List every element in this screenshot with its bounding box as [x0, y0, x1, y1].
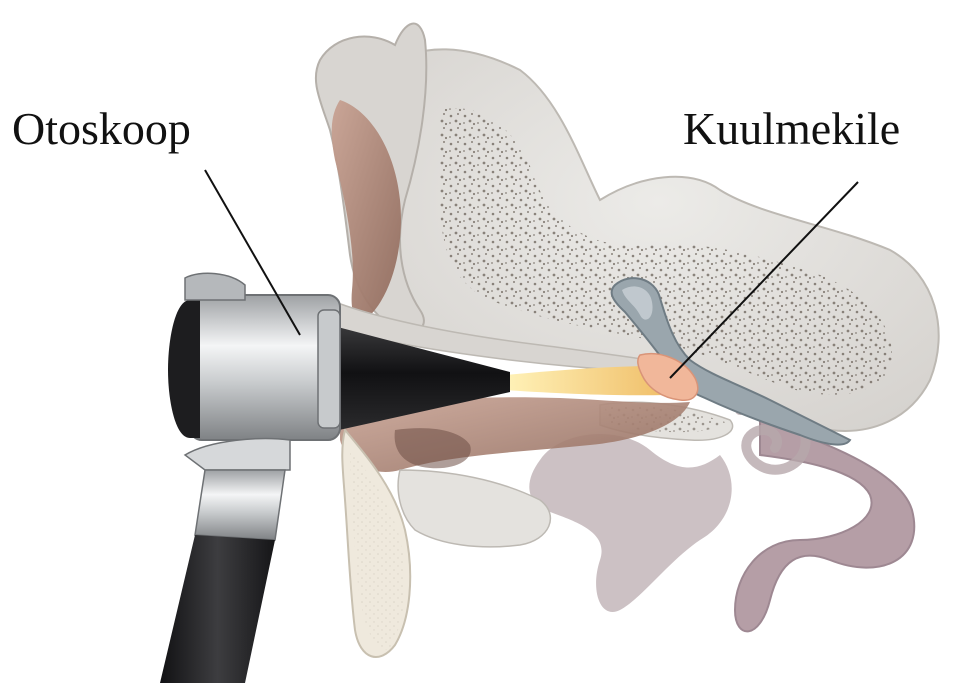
lower-cartilage	[398, 470, 550, 547]
middle-ear-cavity-shadow	[529, 434, 731, 612]
otoskoop-label: Otoskoop	[12, 106, 191, 152]
otoscope-handle	[160, 535, 275, 683]
otoscope-grip-collar	[195, 470, 285, 540]
otoscope-top-cap	[185, 273, 245, 300]
kuulmekile-label: Kuulmekile	[683, 106, 900, 152]
otoscope-neck	[185, 439, 290, 470]
otoscope-eyepiece	[168, 300, 200, 438]
eustachian-tube	[735, 420, 914, 631]
otoscope-ring	[318, 310, 340, 428]
